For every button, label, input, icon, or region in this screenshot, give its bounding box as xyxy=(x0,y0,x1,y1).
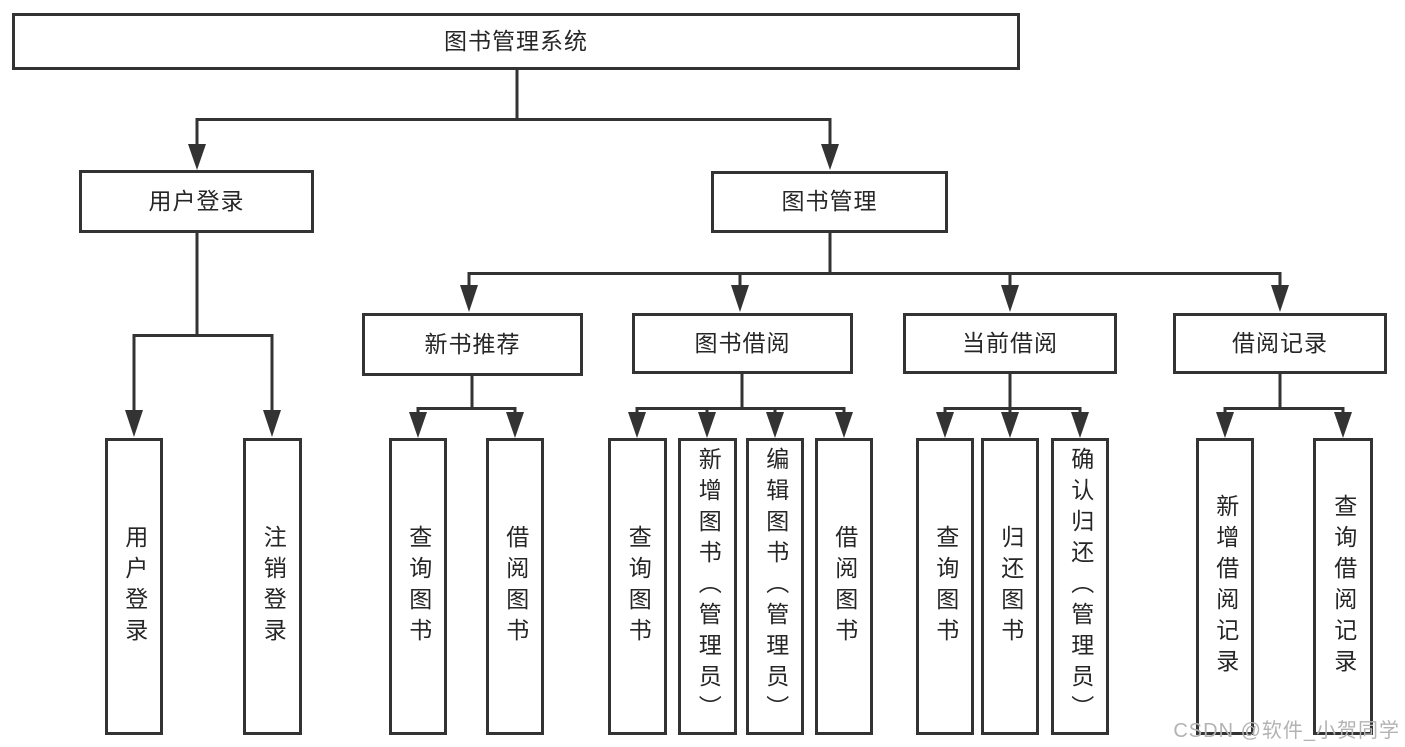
node-leaf-bb-add-book: 新增图书（管理员） xyxy=(678,438,737,735)
node-borrow-record: 借阅记录 xyxy=(1173,313,1387,374)
node-user-login: 用户登录 xyxy=(79,170,314,233)
node-book-mgmt: 图书管理 xyxy=(711,171,948,233)
node-leaf-cb-return-book: 归还图书 xyxy=(981,438,1039,735)
node-book-borrow: 图书借阅 xyxy=(632,313,853,374)
node-leaf-br-query-record: 查询借阅记录 xyxy=(1313,438,1373,735)
watermark: CSDN @软件_小贺同学 xyxy=(1173,720,1400,742)
node-leaf-nb-query-book: 查询图书 xyxy=(389,438,447,735)
node-leaf-cb-query-book: 查询图书 xyxy=(916,438,974,735)
node-leaf-logout: 注销登录 xyxy=(243,438,302,735)
node-leaf-bb-borrow-book: 借阅图书 xyxy=(815,438,873,735)
node-leaf-bb-edit-book: 编辑图书（管理员） xyxy=(746,438,804,735)
node-leaf-br-add-record: 新增借阅记录 xyxy=(1196,438,1254,735)
node-leaf-cb-confirm-return: 确认归还（管理员） xyxy=(1051,438,1109,735)
node-leaf-bb-query-book: 查询图书 xyxy=(608,438,667,735)
node-leaf-user-login: 用户登录 xyxy=(105,438,163,735)
node-new-book-recommend: 新书推荐 xyxy=(362,313,583,376)
node-leaf-nb-borrow-book: 借阅图书 xyxy=(486,438,544,735)
node-root-system: 图书管理系统 xyxy=(12,13,1020,70)
node-current-borrow: 当前借阅 xyxy=(903,313,1117,374)
